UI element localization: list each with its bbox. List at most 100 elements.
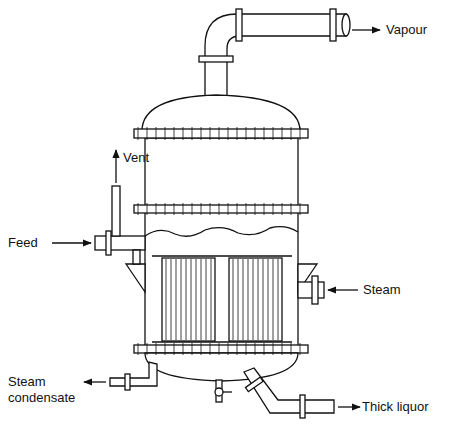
tube (268, 259, 269, 340)
flange-bolt (228, 127, 229, 140)
flow-arrow (115, 150, 116, 183)
flange-bolt (273, 127, 274, 140)
tube (258, 259, 259, 340)
tube (211, 259, 212, 340)
pipe-flange (106, 231, 111, 255)
tube (201, 259, 202, 340)
drain-valve (215, 388, 223, 396)
pipe-flange (236, 9, 242, 41)
flange-bolt (264, 127, 265, 140)
pipe-flange (330, 9, 336, 41)
flange-bolt (282, 343, 283, 355)
flange-bolt (300, 127, 301, 140)
support-lug (126, 264, 145, 292)
flange-bolt (210, 343, 211, 355)
stream-label: Thick liquor (362, 399, 458, 415)
tube (253, 259, 254, 340)
tube (238, 259, 239, 340)
flange-bolt (291, 127, 292, 140)
flange-bolt (264, 343, 265, 355)
tube (263, 259, 264, 340)
flange-bolt (246, 127, 247, 140)
feed-downcomer (133, 250, 140, 264)
vessel-shell (145, 213, 298, 346)
flange-bolt (219, 203, 220, 215)
flange-bolt (246, 343, 247, 355)
drain-pipe (216, 380, 222, 402)
tube (166, 259, 167, 340)
flange-bolt (228, 343, 229, 355)
condensate-pipe (110, 362, 157, 386)
pipe-flange (312, 276, 318, 304)
cutaway-edge (145, 227, 298, 237)
flow-arrow (328, 289, 358, 290)
tube (206, 259, 207, 340)
tube-sheet (152, 256, 292, 342)
vessel-bottom (145, 353, 298, 381)
vent-pipe (112, 186, 120, 236)
flange-bolt (174, 343, 175, 355)
tube (196, 259, 197, 340)
feed-pipe (95, 236, 145, 250)
flange-bolt (210, 203, 211, 215)
flange-bolt (210, 127, 211, 140)
flange-bolt (255, 127, 256, 140)
flow-arrow (52, 242, 91, 243)
vessel-dome (142, 95, 300, 131)
stream-label: Feed (8, 235, 50, 251)
flange-bolt (147, 127, 148, 140)
tube (233, 259, 234, 340)
thick-liquor-pipe (244, 368, 334, 413)
vessel (95, 9, 350, 418)
tube (248, 259, 249, 340)
flange-bolt (282, 203, 283, 215)
flange-bolt (174, 127, 175, 140)
flange-bolt (147, 343, 148, 355)
flange-bolt (291, 203, 292, 215)
flange-bolt (219, 127, 220, 140)
flange-bolt (273, 343, 274, 355)
flange-bolt (192, 203, 193, 215)
flange-bolt (192, 343, 193, 355)
flange-bolt (147, 203, 148, 215)
vessel-shell (145, 138, 298, 206)
flange-bolt (156, 203, 157, 215)
steam-pipe (298, 282, 324, 298)
tube-bank (162, 258, 215, 341)
flange-bolt (246, 203, 247, 215)
repeat-strokes (138, 127, 300, 355)
flange-bolt (138, 127, 139, 140)
flange-bolt (138, 203, 139, 215)
flange-bolt (183, 127, 184, 140)
flange-bolt (156, 127, 157, 140)
flange-bolt (264, 203, 265, 215)
flange-bolt (228, 203, 229, 215)
flow-arrows (52, 30, 380, 407)
flange-bolt (201, 343, 202, 355)
valve-handle (223, 391, 232, 392)
flange-bolt (165, 203, 166, 215)
flange-bolt (237, 127, 238, 140)
flange-bolt (201, 127, 202, 140)
tube (186, 259, 187, 340)
flange-bolt (282, 127, 283, 140)
tube (278, 259, 279, 340)
tube (171, 259, 172, 340)
tube (243, 259, 244, 340)
tube (176, 259, 177, 340)
flange-bolt (237, 343, 238, 355)
flow-arrow (352, 29, 380, 30)
flange-bolt (201, 203, 202, 215)
flange-bolt (156, 343, 157, 355)
stream-label: Steam condensate (8, 374, 82, 406)
flange-bolt (219, 343, 220, 355)
flange-bolt (291, 343, 292, 355)
flow-arrow (84, 381, 106, 382)
flange-bolt (300, 343, 301, 355)
stream-label: Steam (363, 282, 423, 298)
flange-bolt (165, 127, 166, 140)
flange-bolt (192, 127, 193, 140)
tube (191, 259, 192, 340)
